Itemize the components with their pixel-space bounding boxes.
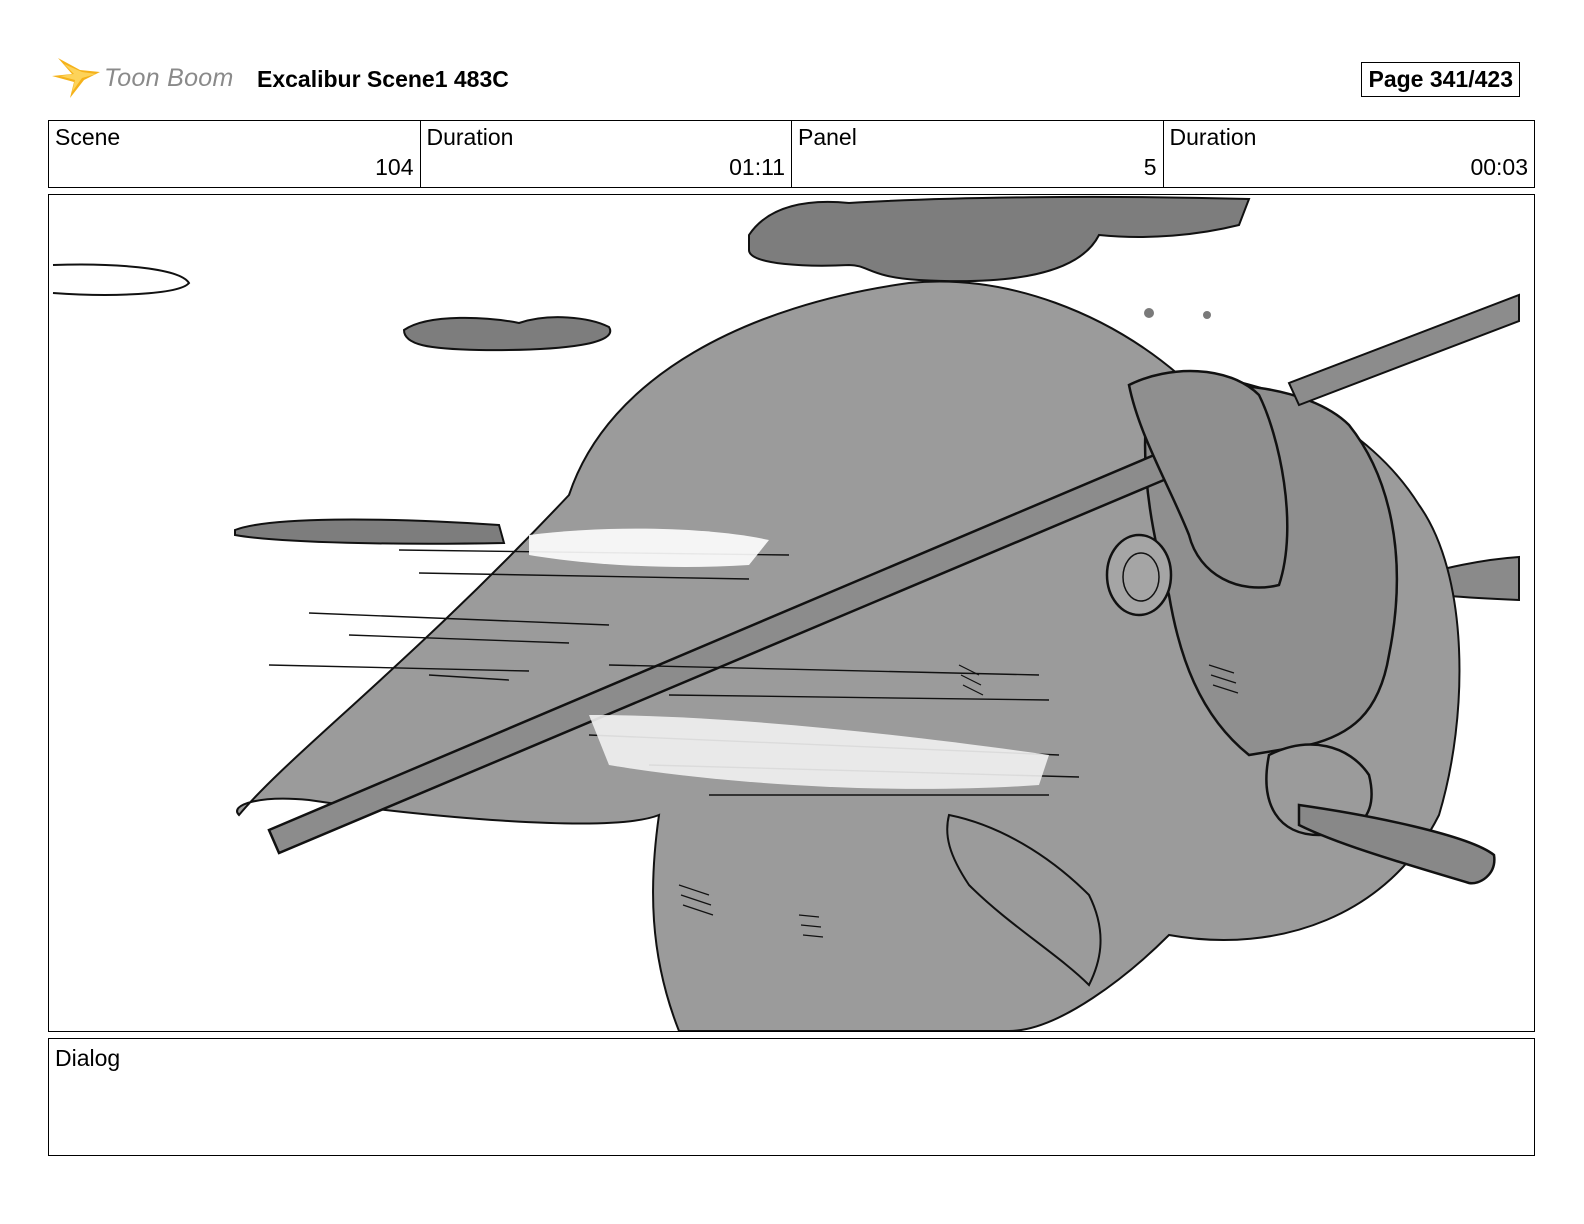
sketch-cloud-left-2	[402, 316, 612, 352]
page-number: Page 341/423	[1361, 62, 1520, 97]
logo-wordmark: Toon Boom	[104, 64, 234, 92]
panel-duration-label: Duration	[1169, 124, 1257, 150]
scene-duration-label: Duration	[426, 124, 514, 150]
sketch-spear-shaft-upper	[1287, 293, 1520, 407]
dialog-label: Dialog	[55, 1045, 121, 1071]
sketch-creature-eye-inner	[1122, 552, 1160, 602]
panel-duration-cell: Duration 00:03	[1164, 121, 1535, 187]
storyboard-panel-image	[48, 194, 1535, 1032]
sketch-motion-white-1	[529, 528, 769, 567]
sketch-hatching	[678, 664, 1239, 938]
toon-boom-logo: Toon Boom	[50, 52, 240, 102]
sketch-cloud-left-3	[234, 518, 506, 545]
sketch-creature-eye	[1105, 533, 1173, 617]
sketch-claw	[946, 813, 1102, 987]
sketch-lower-blade	[1297, 803, 1496, 885]
star-burst-icon	[52, 58, 100, 98]
panel-value: 5	[1143, 154, 1157, 180]
storyboard-header: Toon Boom Excalibur Scene1 483C Page 341…	[50, 52, 1535, 102]
sketch-dot-2	[1203, 311, 1211, 319]
panel-duration-value: 00:03	[1470, 154, 1528, 180]
panel-info-row: Scene 104 Duration 01:11 Panel 5 Duratio…	[48, 120, 1535, 188]
sketch-motion-white-2	[589, 715, 1049, 789]
sketch-drawing	[52, 195, 1520, 1031]
panel-label: Panel	[798, 124, 857, 150]
scene-value: 104	[375, 154, 414, 180]
dialog-box: Dialog	[48, 1038, 1535, 1156]
sketch-hand	[1127, 369, 1289, 589]
document-title: Excalibur Scene1 483C	[257, 66, 509, 92]
scene-duration-cell: Duration 01:11	[421, 121, 792, 187]
scene-duration-value: 01:11	[729, 154, 785, 180]
scene-cell: Scene 104	[49, 121, 421, 187]
sketch-dot-1	[1144, 308, 1154, 318]
sketch-cloud-top	[748, 195, 1251, 283]
panel-cell: Panel 5	[792, 121, 1164, 187]
scene-label: Scene	[55, 124, 121, 150]
sketch-cloud-left-1	[52, 263, 191, 296]
